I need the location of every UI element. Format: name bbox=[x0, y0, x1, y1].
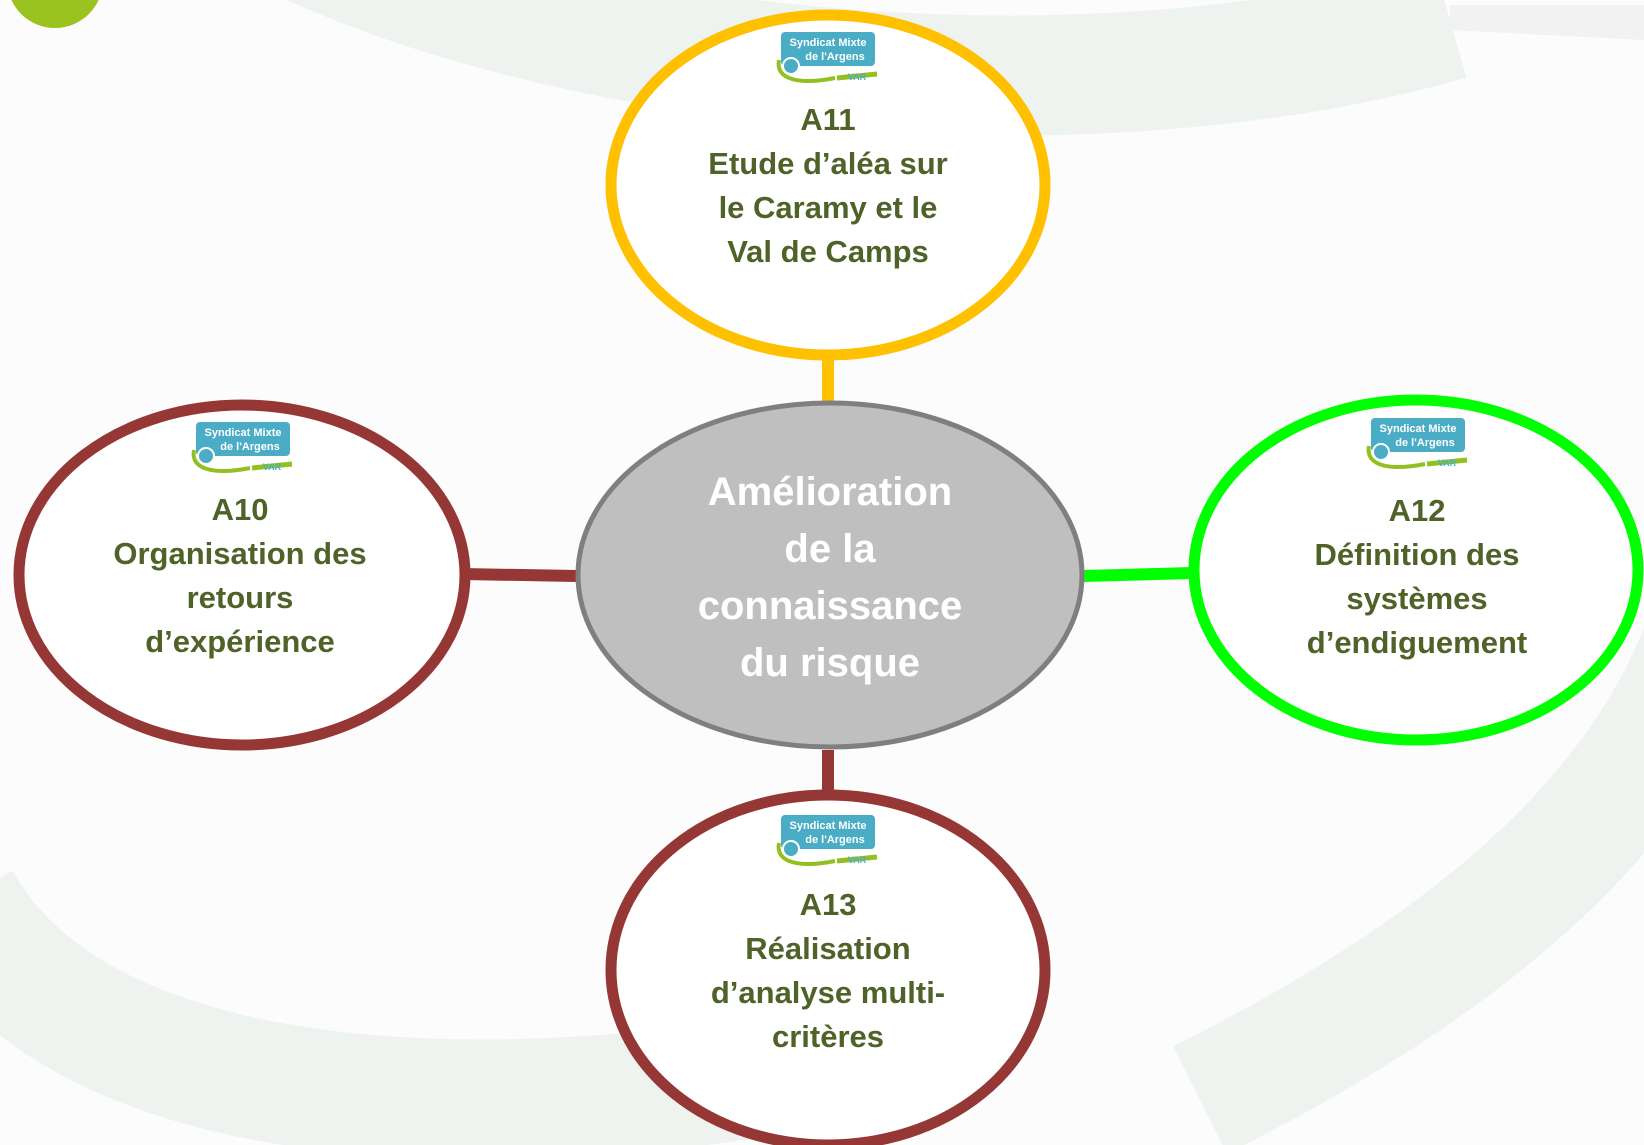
center-line-4: du risque bbox=[739, 641, 921, 685]
center-shape bbox=[575, 400, 1085, 750]
center-line-2: de la bbox=[784, 527, 876, 571]
logo-line2: de l'Argens bbox=[805, 834, 864, 846]
node-a11-text: A11 Etude d’aléa sur le Caramy et le Val… bbox=[648, 98, 1008, 274]
center-title: Amélioration de la connaissance du risqu… bbox=[640, 464, 1020, 692]
node-a12-text: A12 Définition des systèmes d’endiguemen… bbox=[1237, 489, 1597, 665]
logo-a11: Syndicat Mixte de l'Argens VAR bbox=[775, 30, 881, 88]
node-a12-line-2: systèmes bbox=[1346, 581, 1488, 616]
node-a13-line-2: d’analyse multi- bbox=[710, 975, 946, 1010]
node-a11-shape bbox=[605, 9, 1051, 361]
logo-line1: Syndicat Mixte bbox=[789, 37, 866, 49]
logo-line2: de l'Argens bbox=[220, 441, 279, 453]
node-a13-text: A13 Réalisation d’analyse multi- critère… bbox=[648, 883, 1008, 1059]
node-a10-shape bbox=[13, 399, 471, 751]
connector-a10 bbox=[461, 568, 578, 582]
center-line-3: connaissance bbox=[697, 584, 963, 628]
node-a11-line-2: le Caramy et le bbox=[718, 190, 938, 225]
logo-tag: VAR bbox=[263, 462, 282, 472]
node-a13-line-3: critères bbox=[771, 1019, 885, 1054]
logo-tag: VAR bbox=[848, 72, 867, 82]
node-a13-shape bbox=[605, 789, 1051, 1145]
node-a10-id: A10 bbox=[211, 492, 269, 527]
node-a11-line-3: Val de Camps bbox=[727, 234, 929, 269]
logo-tag: VAR bbox=[1438, 458, 1457, 468]
node-a11-line-1: Etude d’aléa sur bbox=[708, 146, 948, 181]
corner-badge bbox=[11, 0, 99, 28]
logo-line2: de l'Argens bbox=[805, 51, 864, 63]
connector-a12 bbox=[1082, 567, 1193, 582]
node-a10-line-3: d’expérience bbox=[145, 624, 335, 659]
logo-a12: Syndicat Mixte de l'Argens VAR bbox=[1365, 416, 1471, 474]
logo-tag: VAR bbox=[848, 855, 867, 865]
node-a12-shape bbox=[1188, 394, 1644, 746]
corner-tab bbox=[1450, 5, 1644, 40]
logo-line1: Syndicat Mixte bbox=[204, 427, 281, 439]
logo-bg bbox=[781, 32, 875, 66]
logo-line1: Syndicat Mixte bbox=[1379, 423, 1456, 435]
node-a12-line-3: d’endiguement bbox=[1306, 625, 1528, 660]
center-line-1: Amélioration bbox=[707, 470, 953, 514]
node-a11-id: A11 bbox=[800, 102, 856, 137]
node-a10-line-2: retours bbox=[186, 580, 294, 615]
node-a13-line-1: Réalisation bbox=[745, 931, 911, 966]
node-a13-id: A13 bbox=[799, 887, 857, 922]
node-a10-text: A10 Organisation des retours d’expérienc… bbox=[60, 488, 420, 664]
logo-a10: Syndicat Mixte de l'Argens VAR bbox=[190, 420, 296, 478]
node-a12-line-1: Définition des bbox=[1314, 537, 1520, 572]
node-a10-line-1: Organisation des bbox=[113, 536, 367, 571]
node-a12-id: A12 bbox=[1388, 493, 1446, 528]
logo-line1: Syndicat Mixte bbox=[789, 820, 866, 832]
logo-a13: Syndicat Mixte de l'Argens VAR bbox=[775, 813, 881, 871]
logo-line2: de l'Argens bbox=[1395, 437, 1454, 449]
